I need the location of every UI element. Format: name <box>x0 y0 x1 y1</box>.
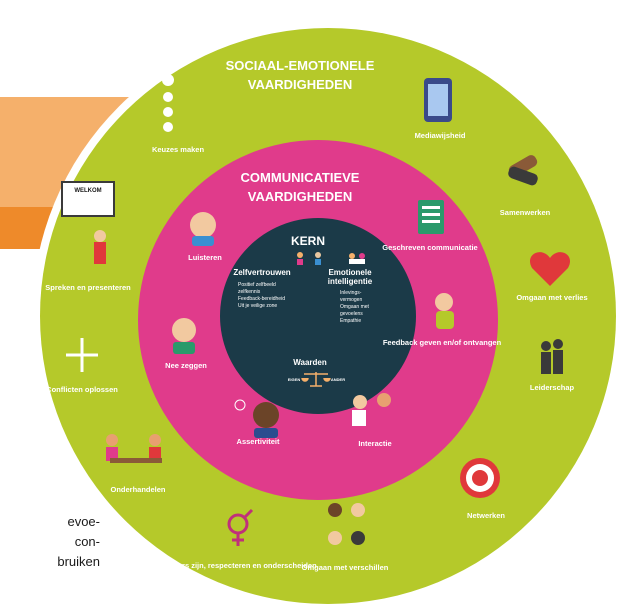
handshake-icon <box>508 155 538 186</box>
middle-title-line-2: VAARDIGHEDEN <box>248 189 353 204</box>
checklist-icon <box>162 74 174 132</box>
presentation-board-icon <box>61 181 115 264</box>
middle-title-line-1: COMMUNICATIEVE <box>241 170 360 185</box>
outer-item-leiderschap: Leiderschap <box>530 339 575 392</box>
middle-label: Nee zeggen <box>165 361 207 370</box>
outer-item-onderhandelen: Onderhandelen <box>106 434 166 494</box>
outer-label: Mediawijsheid <box>415 131 466 140</box>
middle-label: Feedback geven en/of ontvangen <box>383 338 502 347</box>
outer-label: Omgaan met verlies <box>516 293 587 302</box>
core-eigen-label: EIGEN <box>288 377 301 382</box>
outer-item-keuzes-maken: Keuzes maken <box>152 74 205 154</box>
broken-heart-icon <box>529 252 571 286</box>
balance-scale-icon <box>301 372 331 387</box>
arrows-icon <box>66 338 98 372</box>
core-title: KERN <box>291 234 325 248</box>
outer-title-line-2: VAARDIGHEDEN <box>248 77 353 92</box>
middle-item-geschreven-communicatie: Geschreven communicatie <box>382 200 478 252</box>
middle-label: Interactie <box>358 439 391 448</box>
core-emo-item: gevoelens <box>340 311 363 317</box>
outer-item-conflicten-oplossen: Conflicten oplossen <box>46 338 118 394</box>
outer-item-anders-zijn: Anders zijn, respecteren en onderscheide… <box>163 508 317 570</box>
outer-label: Onderhandelen <box>110 485 165 494</box>
middle-item-luisteren: Luisteren <box>188 212 222 262</box>
middle-label: Geschreven communicatie <box>382 243 477 252</box>
core-people-icon <box>297 252 321 265</box>
middle-label: Luisteren <box>188 253 222 262</box>
outer-label: Leiderschap <box>530 383 575 392</box>
core-zelf-item: zelfkennis <box>238 289 261 295</box>
side-text-line-1: evoe- <box>67 514 100 529</box>
core-zelfvertrouwen: Zelfvertrouwen <box>233 268 290 277</box>
outer-label: Omgaan met verschillen <box>302 563 389 572</box>
core-waarden: Waarden <box>293 358 327 367</box>
target-icon <box>460 458 500 498</box>
core-circle <box>220 218 416 414</box>
outer-item-netwerken: Netwerken <box>460 458 505 520</box>
outer-item-samenwerken: Samenwerken <box>500 155 551 217</box>
document-icon <box>418 200 444 234</box>
core-emo-item: Inlevings- <box>340 290 362 296</box>
outer-label: Anders zijn, respecteren en onderscheide… <box>163 561 317 570</box>
side-text-line-2: con- <box>74 534 100 549</box>
core-intelligentie: intelligentie <box>328 277 373 286</box>
people-group-icon <box>541 339 563 374</box>
core-emo-item: Empathie <box>340 318 361 324</box>
outer-label: Samenwerken <box>500 208 551 217</box>
core-emotionele: Emotionele <box>328 268 372 277</box>
board-text: WELKOM <box>74 188 101 194</box>
diverse-people-icon <box>328 503 365 545</box>
core-ander-label: ANDER <box>331 377 345 382</box>
outer-item-omgaan-met-verschillen: Omgaan met verschillen <box>302 503 389 572</box>
outer-label: Keuzes maken <box>152 145 205 154</box>
core-emo-item: Omgaan met <box>340 304 370 310</box>
middle-item-interactie: Interactie <box>352 393 392 448</box>
middle-label: Assertiviteit <box>237 437 280 446</box>
outer-label: Netwerken <box>467 511 505 520</box>
middle-item-assertiviteit: Assertiviteit <box>234 399 280 446</box>
outer-item-omgaan-met-verlies: Omgaan met verlies <box>516 252 588 302</box>
middle-item-nee-zeggen: Nee zeggen <box>165 318 207 370</box>
outer-label: Conflicten oplossen <box>46 385 118 394</box>
meeting-table-icon <box>106 434 162 463</box>
outer-item-mediawijsheid: Mediawijsheid <box>415 78 466 140</box>
core-emotion-people-icon <box>349 253 365 264</box>
core-zelf-item: Positief zelfbeeld <box>238 282 276 288</box>
middle-item-feedback: Feedback geven en/of ontvangen <box>383 293 502 347</box>
core-emo-item: vermogen <box>340 297 362 303</box>
core-zelf-item: Feedback-bereidheid <box>238 296 285 302</box>
outer-title-line-1: SOCIAAL-EMOTIONELE <box>226 58 375 73</box>
outer-item-spreken-en-presenteren: WELKOM Spreken en presenteren <box>45 181 131 292</box>
core-zelf-item: Uit je veilige zone <box>238 303 277 309</box>
gender-symbol-icon <box>227 508 254 546</box>
outer-label: Spreken en presenteren <box>45 283 131 292</box>
side-text-line-3: bruiken <box>57 554 100 569</box>
